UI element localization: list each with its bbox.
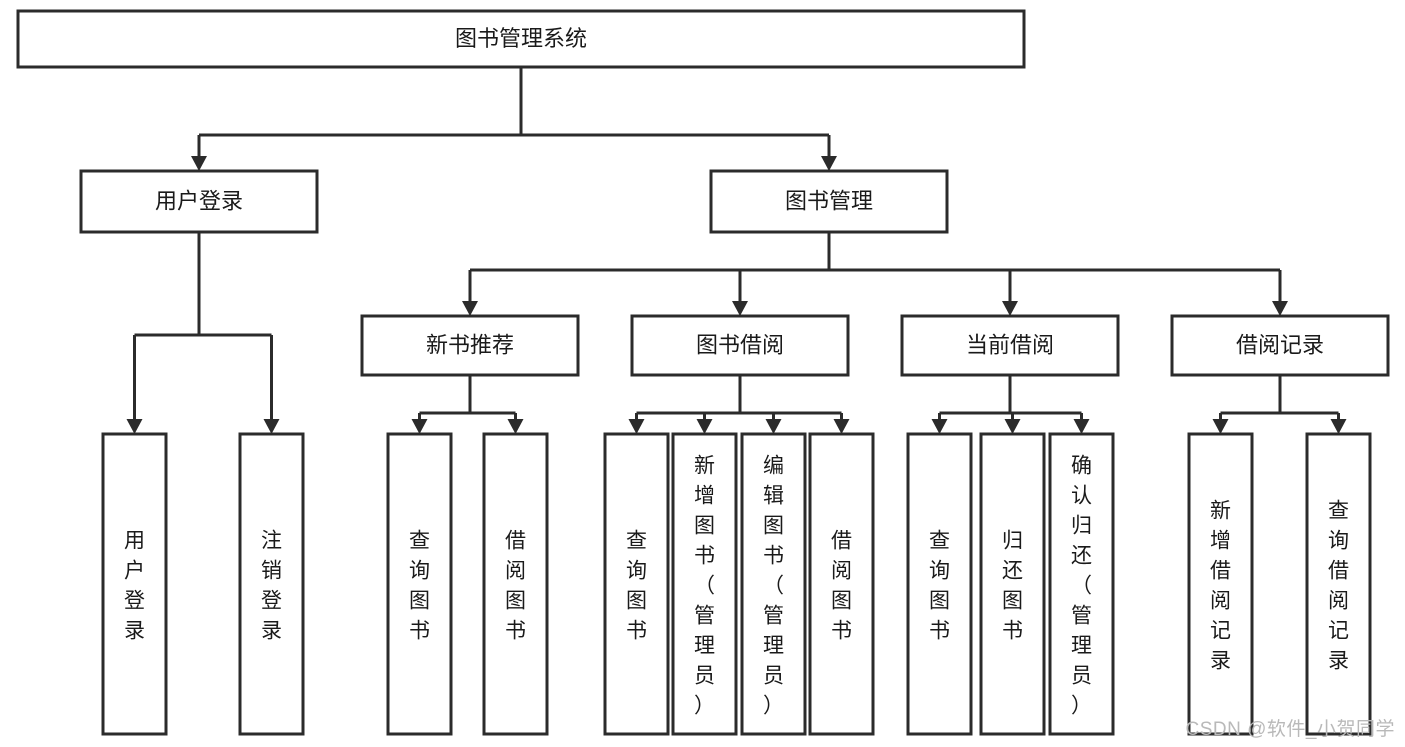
node-level2-book-manage[interactable]: 图书管理 [709,169,949,234]
node-leaf-borrow-query-book-label: 查询图书 [626,529,647,642]
arrow-user-login-leaf-0-head [126,419,143,434]
arrow-user-login-leaf-1-head [263,419,280,434]
arrow-current-borrow-leaf-0-head [931,419,948,434]
node-leaf-borrow-query-book[interactable]: 查询图书 [603,432,670,736]
node-level2-user-login[interactable]: 用户登录 [79,169,319,234]
node-leaf-user-logout[interactable]: 注销登录 [238,432,305,736]
node-leaf-rec-borrow-book-rect[interactable] [482,432,549,736]
node-leaf-borrow-borrow-book-label: 借阅图书 [831,529,852,642]
arrow-to-level3-3-head [1272,301,1288,316]
node-level3-current-borrow-rect[interactable] [900,314,1120,377]
arrow-to-level3-0-head [462,301,478,316]
node-level2-book-manage-rect[interactable] [709,169,949,234]
node-leaf-user-login[interactable]: 用户登录 [101,432,168,736]
node-leaf-record-add-label: 新增借阅记录 [1210,499,1231,672]
node-root-book-management-system[interactable]: 图书管理系统 [16,9,1026,69]
node-leaf-current-return-book-rect[interactable] [979,432,1046,736]
node-leaf-user-logout-label: 注销登录 [261,529,282,642]
node-leaf-user-login-rect[interactable] [101,432,168,736]
connector-layer [126,67,1347,434]
node-leaf-current-confirm-return[interactable]: 确认归还（管理员） [1048,432,1115,736]
node-leaf-current-confirm-return-rect[interactable] [1048,432,1115,736]
node-leaf-rec-query-book-label: 查询图书 [409,529,430,642]
arrow-book-borrow-leaf-2-head [765,419,782,434]
node-leaf-user-logout-rect[interactable] [238,432,305,736]
node-leaf-borrow-edit-book[interactable]: 编辑图书（管理员） [740,432,807,736]
node-leaf-current-query-book-rect[interactable] [906,432,973,736]
csdn-watermark: CSDN @软件_小贺同学 [1185,719,1395,740]
node-level2-user-login-rect[interactable] [79,169,319,234]
node-level3-book-borrow[interactable]: 图书借阅 [630,314,850,377]
node-root-book-management-system-label: 图书管理系统 [455,26,587,51]
node-leaf-borrow-edit-book-label: 编辑图书（管理员） [763,454,784,717]
arrow-borrow-record-leaf-0-head [1212,419,1229,434]
node-level3-new-book-recommend[interactable]: 新书推荐 [360,314,580,377]
arrow-new-book-recommend-leaf-0-head [411,419,428,434]
node-level3-book-borrow-rect[interactable] [630,314,850,377]
node-leaf-borrow-add-book-rect[interactable] [671,432,738,736]
node-level3-current-borrow[interactable]: 当前借阅 [900,314,1120,377]
node-leaf-borrow-borrow-book[interactable]: 借阅图书 [808,432,875,736]
node-leaf-record-add[interactable]: 新增借阅记录 [1187,432,1254,736]
node-leaf-record-query-label: 查询借阅记录 [1328,499,1349,672]
arrow-current-borrow-leaf-1-head [1004,419,1021,434]
arrow-new-book-recommend-leaf-1-head [507,419,524,434]
node-level2-user-login-label: 用户登录 [155,188,243,213]
node-layer: 图书管理系统用户登录图书管理新书推荐图书借阅当前借阅借阅记录用户登录注销登录查询… [16,9,1390,736]
arrow-to-level2-1-head [821,156,837,171]
node-root-book-management-system-rect[interactable] [16,9,1026,69]
node-level2-book-manage-label: 图书管理 [785,188,873,213]
arrow-book-borrow-leaf-0-head [628,419,645,434]
arrow-to-level3-2-head [1002,301,1018,316]
node-level3-book-borrow-label: 图书借阅 [696,332,784,357]
node-leaf-borrow-add-book[interactable]: 新增图书（管理员） [671,432,738,736]
node-leaf-borrow-borrow-book-rect[interactable] [808,432,875,736]
node-level3-current-borrow-label: 当前借阅 [966,332,1054,357]
node-leaf-current-query-book[interactable]: 查询图书 [906,432,973,736]
arrow-current-borrow-leaf-2-head [1073,419,1090,434]
node-level3-new-book-recommend-rect[interactable] [360,314,580,377]
arrow-book-borrow-leaf-3-head [833,419,850,434]
node-leaf-rec-query-book[interactable]: 查询图书 [386,432,453,736]
node-leaf-record-query[interactable]: 查询借阅记录 [1305,432,1372,736]
node-level3-new-book-recommend-label: 新书推荐 [426,332,514,357]
node-level3-borrow-record-rect[interactable] [1170,314,1390,377]
arrow-to-level2-0-head [191,156,207,171]
node-leaf-user-login-label: 用户登录 [124,529,145,642]
node-leaf-record-add-rect[interactable] [1187,432,1254,736]
arrow-borrow-record-leaf-1-head [1330,419,1347,434]
node-leaf-borrow-add-book-label: 新增图书（管理员） [694,454,715,717]
node-leaf-borrow-edit-book-rect[interactable] [740,432,807,736]
node-leaf-borrow-query-book-rect[interactable] [603,432,670,736]
node-leaf-current-return-book[interactable]: 归还图书 [979,432,1046,736]
node-level3-borrow-record[interactable]: 借阅记录 [1170,314,1390,377]
arrow-to-level3-1-head [732,301,748,316]
node-leaf-current-confirm-return-label: 确认归还（管理员） [1071,454,1092,717]
node-leaf-record-query-rect[interactable] [1305,432,1372,736]
node-leaf-current-return-book-label: 归还图书 [1002,529,1023,642]
node-leaf-rec-query-book-rect[interactable] [386,432,453,736]
node-leaf-current-query-book-label: 查询图书 [929,529,950,642]
node-leaf-rec-borrow-book[interactable]: 借阅图书 [482,432,549,736]
node-level3-borrow-record-label: 借阅记录 [1236,332,1324,357]
node-leaf-rec-borrow-book-label: 借阅图书 [505,529,526,642]
arrow-book-borrow-leaf-1-head [696,419,713,434]
